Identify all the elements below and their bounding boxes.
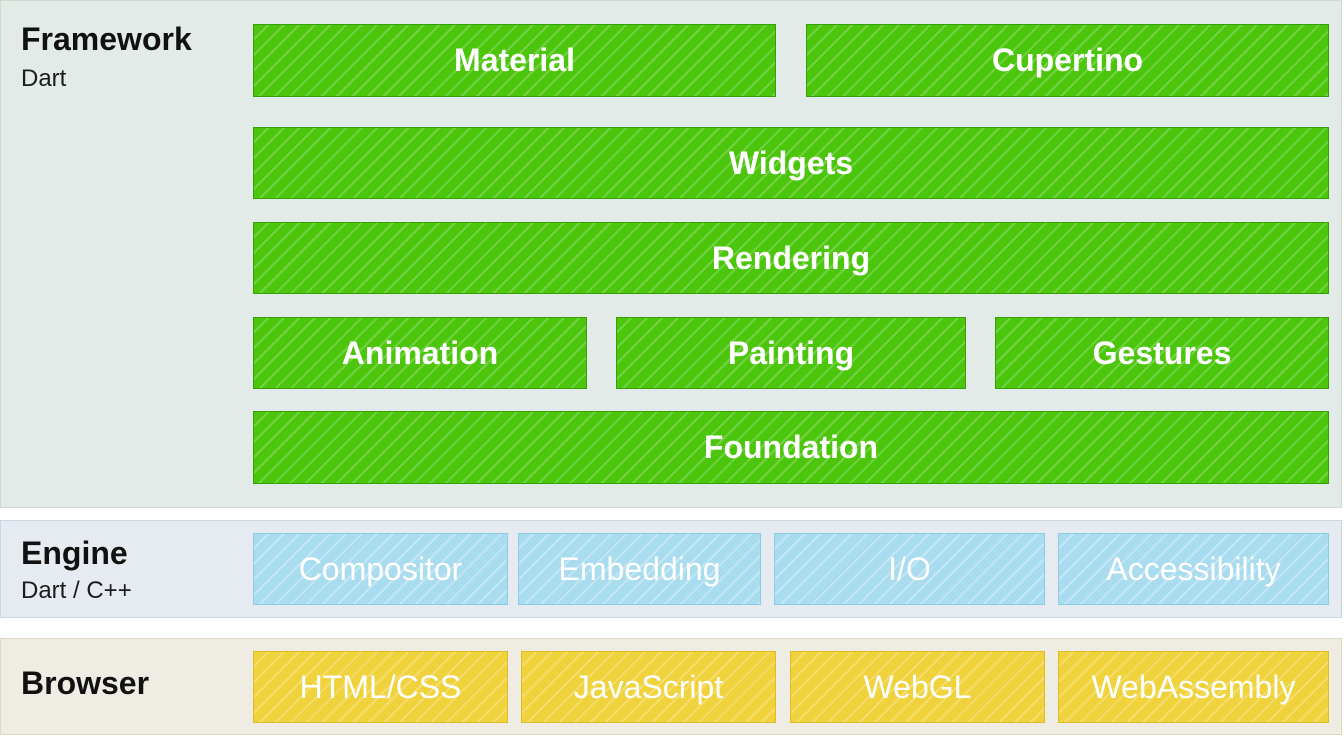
javascript-block: JavaScript <box>521 651 776 723</box>
framework-title: Framework <box>21 21 192 57</box>
gestures-block: Gestures <box>995 317 1329 389</box>
cupertino-block: Cupertino <box>806 24 1329 97</box>
webassembly-block: WebAssembly <box>1058 651 1329 723</box>
engine-subtitle: Dart / C++ <box>21 577 132 604</box>
painting-block: Painting <box>616 317 966 389</box>
browser-title: Browser <box>21 665 150 701</box>
embedding-block: Embedding <box>518 533 761 605</box>
compositor-block: Compositor <box>253 533 508 605</box>
animation-block: Animation <box>253 317 587 389</box>
webgl-block: WebGL <box>790 651 1045 723</box>
material-block: Material <box>253 24 776 97</box>
browser-layer: Browser HTML/CSS JavaScript WebGL WebAss… <box>0 638 1342 735</box>
io-block: I/O <box>774 533 1045 605</box>
widgets-block: Widgets <box>253 127 1329 199</box>
engine-title: Engine <box>21 535 128 571</box>
framework-subtitle: Dart <box>21 65 67 92</box>
accessibility-block: Accessibility <box>1058 533 1329 605</box>
framework-layer: Framework Dart Material Cupertino Widget… <box>0 0 1342 508</box>
rendering-block: Rendering <box>253 222 1329 294</box>
engine-layer: Engine Dart / C++ Compositor Embedding I… <box>0 520 1342 618</box>
html-css-block: HTML/CSS <box>253 651 508 723</box>
foundation-block: Foundation <box>253 411 1329 484</box>
